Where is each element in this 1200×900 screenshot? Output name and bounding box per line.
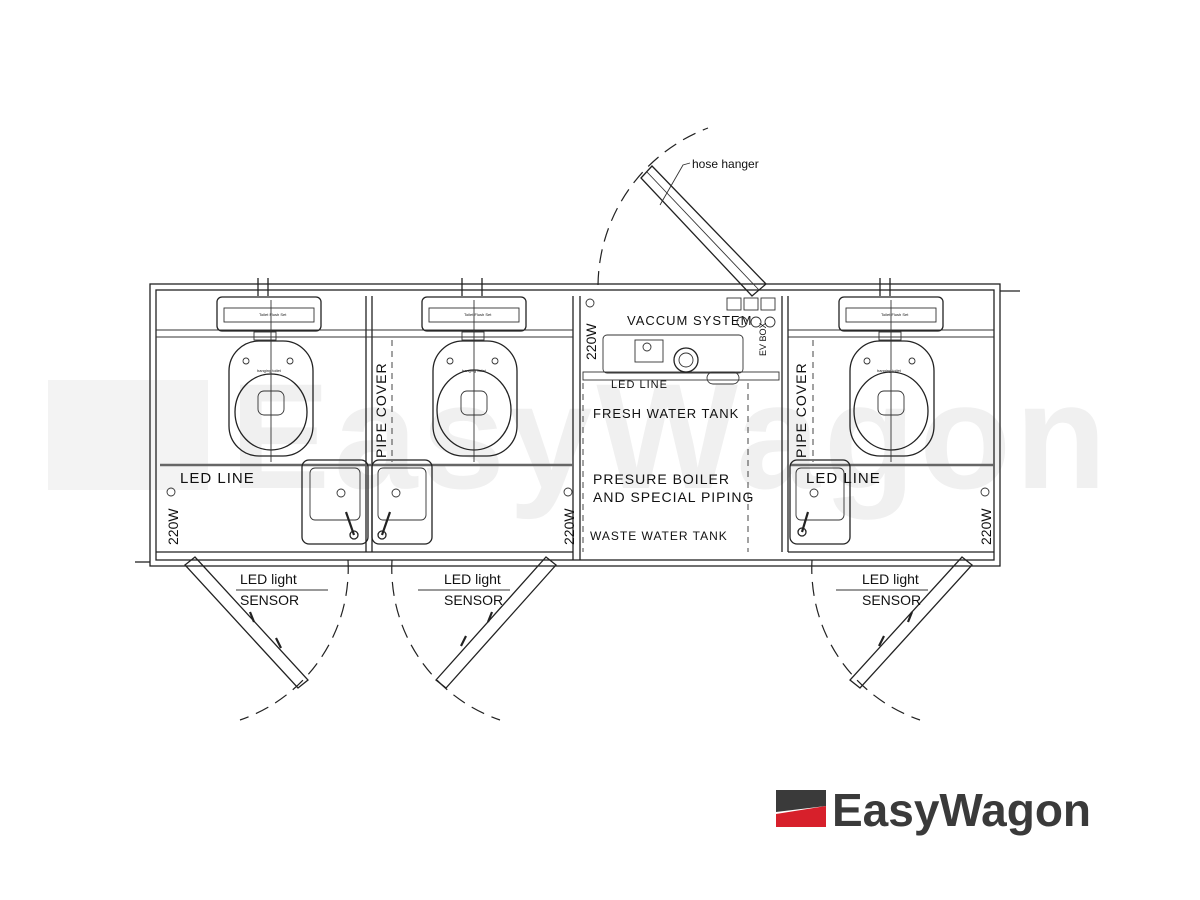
socket-220w-3: 220W	[583, 298, 599, 360]
svg-text:Toilet Flush Set: Toilet Flush Set	[881, 312, 909, 317]
socket-220w-2: 220W	[561, 487, 577, 545]
led-line-label-1: LED LINE	[180, 470, 255, 487]
pipe-cover-2: PIPE COVER	[793, 340, 814, 462]
logo-mark-top	[776, 790, 826, 812]
sink-3	[789, 459, 851, 545]
sink-1	[301, 459, 369, 545]
svg-text:220W: 220W	[978, 508, 994, 545]
pipe-cover-label-2: PIPE COVER	[793, 362, 809, 458]
technical-room: VACCUM SYSTEM LED LINE EV BOX FRESH WATE…	[582, 297, 780, 552]
led-light-label-2: LED light	[444, 571, 501, 587]
socket-220w-4: 220W	[978, 487, 994, 545]
logo-mark-bottom	[776, 806, 826, 827]
svg-text:220W: 220W	[583, 323, 599, 360]
sensor-label-1: SENSOR	[240, 592, 299, 608]
door-1: LED light SENSOR	[184, 556, 349, 721]
led-light-label-3: LED light	[862, 571, 919, 587]
sensor-label-2: SENSOR	[444, 592, 503, 608]
vaccum-system-label: VACCUM SYSTEM	[627, 313, 752, 328]
toilet-1: Toilet Flush Set hanging toilet	[216, 296, 322, 462]
svg-text:hanging toilet: hanging toilet	[257, 368, 282, 373]
logo-text: EasyWagon	[832, 784, 1091, 836]
sensor-label-3: SENSOR	[862, 592, 921, 608]
pipe-cover-1: PIPE COVER	[373, 340, 393, 462]
presure-boiler-label-2: AND SPECIAL PIPING	[593, 489, 754, 505]
hose-hanger-door: hose hanger	[597, 127, 767, 297]
svg-text:Toilet Flush Set: Toilet Flush Set	[464, 312, 492, 317]
ev-box-label: EV BOX	[758, 322, 768, 356]
svg-text:Toilet Flush Set: Toilet Flush Set	[259, 312, 287, 317]
svg-text:220W: 220W	[561, 508, 577, 545]
led-light-label-1: LED light	[240, 571, 297, 587]
easywagon-logo: EasyWagon	[776, 784, 1091, 836]
svg-text:220W: 220W	[165, 508, 181, 545]
door-3: LED light SENSOR	[811, 556, 973, 721]
svg-text:hanging toilet: hanging toilet	[877, 368, 902, 373]
toilet-2: Toilet Flush Set hanging toilet	[421, 296, 527, 462]
hose-hanger-label: hose hanger	[692, 157, 759, 171]
toilet-3: Toilet Flush Set hanging toilet	[838, 296, 944, 462]
sink-2	[371, 459, 433, 545]
led-line-label-tech: LED LINE	[611, 379, 668, 391]
led-line-label-2: LED LINE	[806, 470, 881, 487]
door-2: LED light SENSOR	[391, 556, 557, 721]
presure-boiler-label-1: PRESURE BOILER	[593, 471, 730, 487]
waste-water-tank-label: WASTE WATER TANK	[590, 529, 728, 543]
socket-220w-1: 220W	[165, 487, 181, 545]
outer-walls	[135, 278, 1020, 567]
watermark: EasyWagon	[48, 352, 1107, 520]
pipe-cover-label-1: PIPE COVER	[373, 362, 389, 458]
partitions	[156, 296, 994, 560]
fresh-water-tank-label: FRESH WATER TANK	[593, 406, 739, 421]
